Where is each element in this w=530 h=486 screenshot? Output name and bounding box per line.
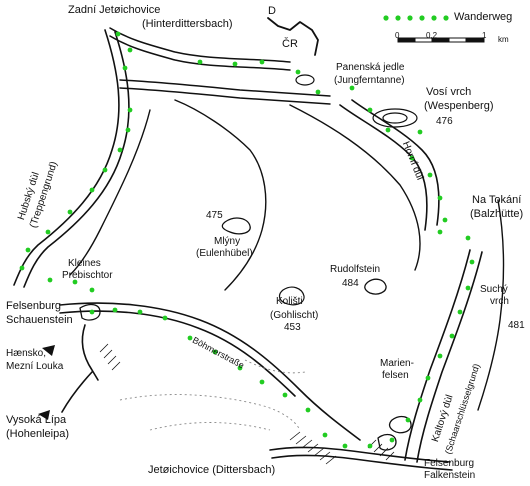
label-alt-481: 481	[508, 320, 525, 331]
label-balzhutte: (Balzhütte)	[470, 208, 524, 220]
south-road-b	[271, 454, 453, 471]
country-cr: ČR	[282, 38, 298, 50]
label-marien: Marien-	[380, 358, 414, 369]
legend-label: Wanderweg	[454, 11, 513, 23]
falkenstein-rock	[377, 433, 397, 451]
forest-boundary	[119, 359, 306, 431]
label-felsen: felsen	[382, 370, 409, 381]
label-panenska-jedle: Panenská jedle	[336, 62, 405, 73]
bohmerstrasse-road	[59, 302, 361, 441]
west-ridge	[69, 109, 151, 276]
label-jungferntanne: (Jungferntanne)	[334, 75, 405, 86]
scale-unit: km	[498, 35, 509, 44]
label-vosi-vrch: Vosí vrch	[426, 86, 472, 98]
label-alt-476: 476	[436, 116, 453, 127]
settlement-hatching	[99, 343, 395, 465]
label-mezni-louka: Mezní Louka	[6, 361, 64, 372]
kaltovy-valley-b	[416, 251, 483, 463]
label-hrensko: Hænsko,	[6, 348, 47, 359]
panenska-contour	[295, 74, 315, 86]
vosi-vrch-contour-2	[382, 112, 408, 124]
label-gohlischt: (Gohlischt)	[270, 310, 319, 321]
label-alt-475: 475	[206, 210, 223, 221]
mlyny-rock	[221, 217, 251, 235]
scale-tick-0: 0	[395, 31, 400, 40]
village-road-south-b	[119, 87, 331, 105]
legend-trail-dots	[383, 15, 449, 21]
direction-arrows	[38, 345, 55, 420]
label-hohenleipa: (Hohenleipa)	[6, 428, 69, 440]
label-vysoka-lipa: Vysoká Lípa	[6, 414, 67, 426]
road-hrensko	[81, 324, 99, 381]
hubsky-valley-b	[23, 31, 130, 288]
kolisti-rock	[278, 286, 305, 306]
rudolfstein-rock	[364, 278, 387, 295]
label-suchy: Suchý	[480, 284, 508, 295]
label-schauenstein: Schauenstein	[6, 314, 73, 326]
plateau-edge-east	[289, 104, 421, 271]
hubsky-valley-a	[13, 29, 120, 286]
scale-tick-1: 0,2	[426, 31, 438, 40]
horni-valley-a	[339, 104, 428, 231]
label-hinterdittersbach: (Hinterdittersbach)	[142, 18, 233, 30]
trail-dots	[19, 31, 475, 449]
label-wespenberg: (Wespenberg)	[424, 100, 494, 112]
bohmerstrasse-road-b	[59, 310, 296, 397]
label-kolisti: Kolišti	[276, 296, 303, 307]
country-d: D	[268, 5, 276, 17]
label-kleines: Kleines	[68, 258, 101, 269]
state-border	[267, 17, 319, 56]
label-felsenburg: Felsenburg	[6, 300, 62, 312]
road-vysoka	[61, 371, 93, 413]
label-jetrichovice: Jetøichovice (Dittersbach)	[148, 464, 276, 476]
scale-bar	[397, 37, 485, 43]
kaltovy-valley-a	[404, 249, 471, 461]
label-alt-484: 484	[342, 278, 359, 289]
scale-tick-2: 1	[482, 31, 487, 40]
east-edge	[477, 199, 505, 411]
village-road-south	[119, 79, 331, 97]
label-felsenburg-falkenstein-2: Falkenstein	[424, 470, 476, 481]
schauenstein-rock	[79, 303, 101, 321]
label-alt-453: 453	[284, 322, 301, 333]
label-vrch: vrch	[490, 296, 509, 307]
south-road-a	[269, 446, 451, 463]
label-mlyny: Mlýny	[214, 236, 241, 247]
label-rudolfstein: Rudolfstein	[330, 264, 381, 275]
label-prebischtor: Prebischtor	[62, 270, 113, 281]
marienfelsen-rock	[388, 415, 412, 434]
label-zadni-jetrichovice: Zadní Jetøichovice	[68, 4, 161, 16]
village-road-north	[109, 27, 291, 63]
label-eulenhubel: (Eulenhübel)	[196, 248, 253, 259]
vosi-vrch-contour-1	[372, 108, 418, 128]
horni-valley-b	[351, 99, 440, 226]
village-road-north-b	[109, 35, 291, 71]
label-na-tokani: Na Tokání	[472, 194, 522, 206]
plateau-edge-west	[174, 99, 267, 291]
label-felsenburg-falkenstein-1: Felsenburg	[424, 458, 475, 469]
